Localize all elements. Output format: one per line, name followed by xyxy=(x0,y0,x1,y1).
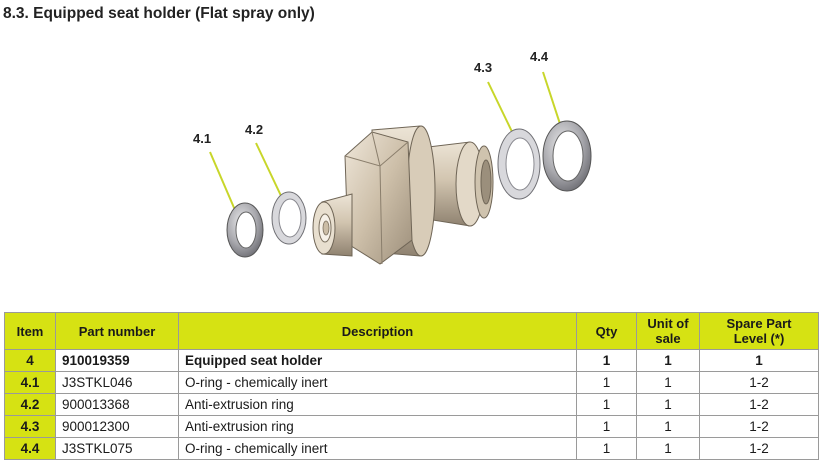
cell-item: 4.2 xyxy=(4,393,56,416)
cell-qty: 1 xyxy=(576,437,637,460)
cell-qty: 1 xyxy=(576,393,637,416)
table-row: 4.1 J3STKL046 O-ring - chemically inert … xyxy=(4,371,819,394)
cell-level: 1-2 xyxy=(699,437,819,460)
cell-item: 4.1 xyxy=(4,371,56,394)
cell-unit: 1 xyxy=(636,393,700,416)
anti-extrusion-ring-4-3 xyxy=(497,128,541,200)
callout-4-1: 4.1 xyxy=(193,131,211,146)
cell-description: Equipped seat holder xyxy=(178,349,577,372)
callout-4-4: 4.4 xyxy=(530,49,549,64)
callout-4-2: 4.2 xyxy=(245,122,263,137)
header-part-number: Part number xyxy=(55,312,179,350)
exploded-view-drawing: 4.1 4.2 4.3 4.4 xyxy=(0,30,831,310)
header-description: Description xyxy=(178,312,577,350)
header-spare-part-level: Spare Part Level (*) xyxy=(699,312,819,350)
cell-unit: 1 xyxy=(636,349,700,372)
o-ring-4-1 xyxy=(226,202,264,258)
parts-table: Item Part number Description Qty Unit of… xyxy=(4,312,819,460)
cell-qty: 1 xyxy=(576,349,637,372)
cell-part-number: J3STKL075 xyxy=(55,437,179,460)
anti-extrusion-ring-4-2 xyxy=(271,191,307,245)
header-spare-line-2: Level (*) xyxy=(733,331,785,346)
table-row: 4 910019359 Equipped seat holder 1 1 1 xyxy=(4,349,819,372)
cell-description: O-ring - chemically inert xyxy=(178,371,577,394)
table-row: 4.2 900013368 Anti-extrusion ring 1 1 1-… xyxy=(4,393,819,416)
cell-unit: 1 xyxy=(636,437,700,460)
o-ring-4-4 xyxy=(542,120,592,192)
table-row: 4.4 J3STKL075 O-ring - chemically inert … xyxy=(4,437,819,460)
cell-item: 4.3 xyxy=(4,415,56,438)
cell-item: 4 xyxy=(4,349,56,372)
header-spare-line-1: Spare Part xyxy=(726,316,792,331)
header-item: Item xyxy=(4,312,56,350)
cell-part-number: 900012300 xyxy=(55,415,179,438)
cell-level: 1-2 xyxy=(699,393,819,416)
callout-leader-lines xyxy=(209,71,563,211)
seat-holder-body xyxy=(312,125,494,265)
cell-part-number: 910019359 xyxy=(55,349,179,372)
section-title: 8.3. Equipped seat holder (Flat spray on… xyxy=(3,5,315,22)
table-row: 4.3 900012300 Anti-extrusion ring 1 1 1-… xyxy=(4,415,819,438)
cell-description: Anti-extrusion ring xyxy=(178,393,577,416)
cell-qty: 1 xyxy=(576,371,637,394)
cell-qty: 1 xyxy=(576,415,637,438)
cell-level: 1-2 xyxy=(699,371,819,394)
cell-level: 1 xyxy=(699,349,819,372)
cell-unit: 1 xyxy=(636,415,700,438)
cell-unit: 1 xyxy=(636,371,700,394)
cell-part-number: 900013368 xyxy=(55,393,179,416)
cell-item: 4.4 xyxy=(4,437,56,460)
table-header-row: Item Part number Description Qty Unit of… xyxy=(4,312,819,350)
cell-level: 1-2 xyxy=(699,415,819,438)
header-unit-line-1: Unit of xyxy=(647,316,689,331)
header-unit-of-sale: Unit of sale xyxy=(636,312,700,350)
cell-description: Anti-extrusion ring xyxy=(178,415,577,438)
callout-4-3: 4.3 xyxy=(474,60,492,75)
cell-part-number: J3STKL046 xyxy=(55,371,179,394)
cell-description: O-ring - chemically inert xyxy=(178,437,577,460)
header-unit-line-2: sale xyxy=(655,331,681,346)
header-qty: Qty xyxy=(576,312,637,350)
